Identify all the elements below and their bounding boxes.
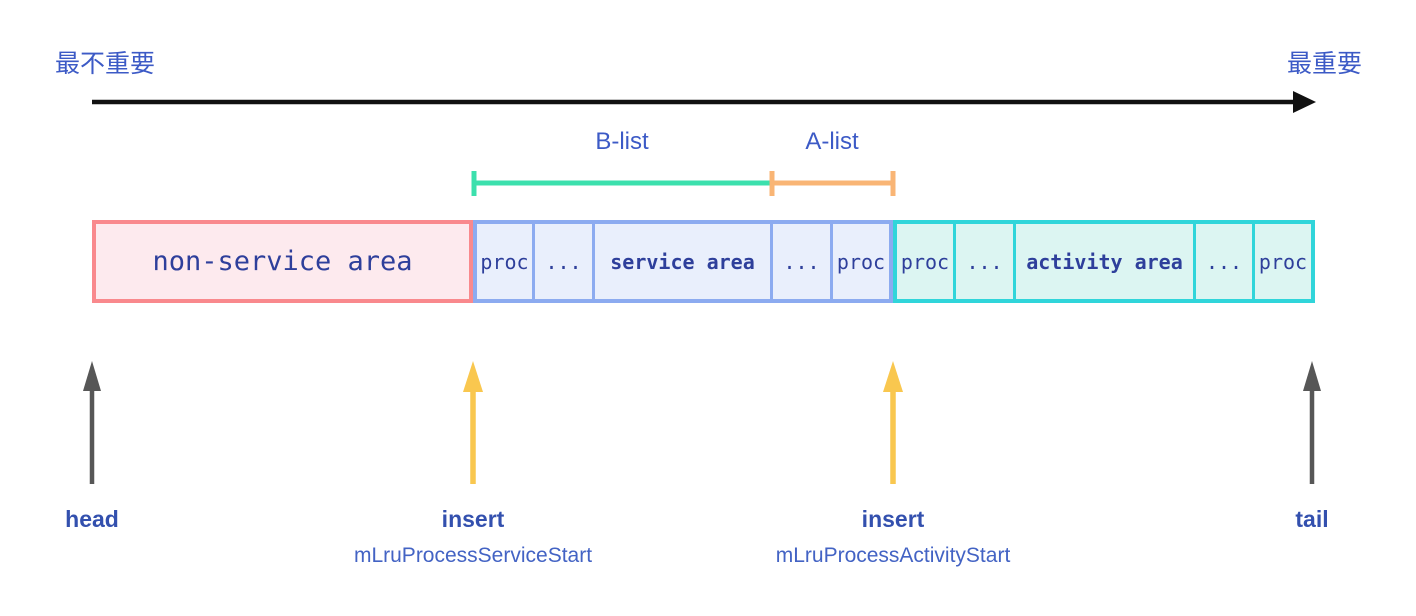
head-arrow-head bbox=[83, 361, 101, 391]
service-cell-proc-right: proc bbox=[830, 224, 889, 299]
activity-cell-ellipsis-right: ... bbox=[1193, 224, 1252, 299]
service-cell-ellipsis-right: ... bbox=[770, 224, 830, 299]
insert-service-arrow-head bbox=[463, 361, 483, 392]
insert-activity-label: insert bbox=[861, 506, 925, 532]
most-important-label: 最重要 bbox=[1286, 50, 1362, 78]
importance-axis-arrow-head bbox=[1293, 91, 1316, 113]
head-arrow-icon bbox=[83, 361, 101, 484]
b-list-bracket bbox=[471, 171, 772, 196]
tail-arrow-head bbox=[1303, 361, 1321, 391]
activity-cell-proc-left: proc bbox=[900, 249, 950, 274]
tail-arrow-icon bbox=[1303, 361, 1321, 484]
insert-activity-arrow-head bbox=[883, 361, 903, 392]
non-service-area-label: non-service area bbox=[152, 246, 413, 277]
service-cell-ellipsis-left: ... bbox=[532, 224, 592, 299]
service-area-segment: proc ... service area ... proc bbox=[473, 220, 893, 303]
least-important-label: 最不重要 bbox=[55, 50, 156, 78]
service-start-function-name: mLruProcessServiceStart bbox=[353, 544, 593, 567]
activity-cell-ellipsis-left: ... bbox=[953, 224, 1013, 299]
tail-label: tail bbox=[1295, 506, 1329, 532]
a-list-bracket bbox=[769, 171, 896, 196]
insert-activity-arrow-icon bbox=[883, 361, 903, 484]
activity-start-function-name: mLruProcessActivityStart bbox=[775, 544, 1011, 567]
service-cell-proc-left: proc bbox=[480, 249, 529, 274]
head-label: head bbox=[65, 506, 119, 532]
non-service-area-segment: non-service area bbox=[92, 220, 473, 303]
b-list-label: B-list bbox=[595, 128, 649, 155]
activity-area-segment: proc ... activity area ... proc bbox=[893, 220, 1315, 303]
insert-service-label: insert bbox=[441, 506, 505, 532]
a-list-label: A-list bbox=[805, 128, 859, 155]
activity-cell-proc-right: proc bbox=[1252, 224, 1311, 299]
insert-service-arrow-icon bbox=[463, 361, 483, 484]
activity-area-cell: activity area bbox=[1013, 224, 1193, 299]
importance-axis-arrow bbox=[92, 91, 1316, 113]
service-area-cell: service area bbox=[592, 224, 770, 299]
lru-bar: non-service area proc ... service area .… bbox=[92, 220, 1315, 303]
